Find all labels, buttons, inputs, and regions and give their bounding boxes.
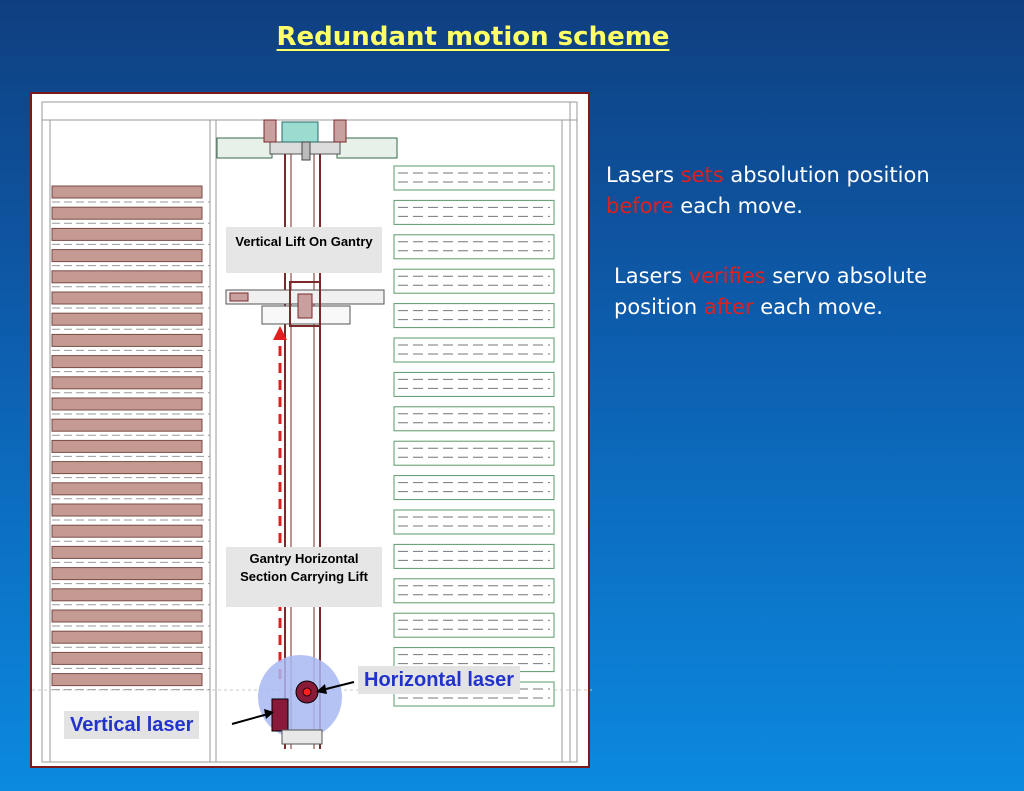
note1-highlight2: before — [606, 194, 674, 218]
left-shelf — [51, 545, 203, 559]
horizontal-pointer-head — [316, 684, 327, 694]
beam-arrowhead — [273, 326, 287, 340]
left-shelf — [51, 461, 203, 475]
left-shelf — [51, 524, 203, 538]
left-shelf — [51, 376, 203, 390]
left-shelf — [51, 482, 203, 496]
note-sets-before: Lasers sets absolution position before e… — [606, 160, 1006, 222]
gantry-diagram: Vertical Lift On Gantry Gantry Horizonta… — [30, 92, 592, 768]
right-shelf — [393, 234, 555, 260]
left-shelf — [51, 397, 203, 411]
note2-highlight2: after — [703, 295, 754, 319]
right-shelf — [393, 543, 555, 569]
left-shelf — [51, 291, 203, 305]
note-verifies-after: Lasers verifies servo absolute position … — [614, 261, 1009, 323]
vertical-laser-unit — [271, 698, 289, 732]
right-shelf — [393, 612, 555, 638]
vertical-laser-label: Vertical laser — [64, 711, 200, 739]
note2-prefix: Lasers — [614, 264, 689, 288]
right-shelf — [393, 475, 555, 501]
horizontal-laser-pointer — [321, 681, 355, 691]
left-shelf — [51, 673, 203, 687]
left-shelf — [51, 439, 203, 453]
slide-title: Redundant motion scheme — [276, 22, 670, 52]
vertical-pointer-head — [264, 709, 274, 719]
note2-highlight: verifies — [688, 264, 766, 288]
left-shelf — [51, 355, 203, 369]
left-shelf — [51, 651, 203, 665]
note2-suffix: each move. — [753, 295, 883, 319]
right-shelf — [393, 165, 555, 191]
lift-base — [281, 729, 323, 745]
gantry-section-label: Gantry Horizontal Section Carrying Lift — [226, 547, 382, 607]
note1-highlight: sets — [680, 163, 724, 187]
gantry-drawing — [32, 101, 592, 763]
horizontal-laser-dot — [302, 687, 312, 697]
left-shelf — [51, 206, 203, 220]
note1-middle: absolution position — [723, 163, 930, 187]
left-shelf — [51, 227, 203, 241]
right-shelf — [393, 406, 555, 432]
left-shelf — [51, 249, 203, 263]
left-shelf — [51, 609, 203, 623]
left-shelf-stack — [51, 185, 210, 691]
right-shelf — [393, 578, 555, 604]
left-shelf — [51, 567, 203, 581]
right-shelf — [393, 509, 555, 535]
left-shelf — [51, 418, 203, 432]
horizontal-laser-label: Horizontal laser — [358, 666, 521, 694]
right-shelf — [393, 440, 555, 466]
left-shelf — [51, 270, 203, 284]
right-shelf — [393, 303, 555, 329]
top-drive-assembly — [216, 119, 398, 161]
left-shelf — [51, 333, 203, 347]
left-shelf — [51, 312, 203, 326]
right-shelf-stack — [393, 165, 555, 707]
note2-middle: servo absolute position — [614, 264, 928, 319]
left-shelf — [51, 630, 203, 644]
vertical-lift-label: Vertical Lift On Gantry — [226, 227, 382, 273]
right-shelf — [393, 337, 555, 363]
lift-carriage — [225, 281, 385, 327]
left-shelf — [51, 503, 203, 517]
right-shelf — [393, 268, 555, 294]
right-shelf — [393, 371, 555, 397]
right-shelf — [393, 199, 555, 225]
vertical-laser-pointer — [231, 713, 269, 725]
note1-prefix: Lasers — [606, 163, 681, 187]
note1-suffix: each move. — [673, 194, 803, 218]
left-shelf — [51, 588, 203, 602]
left-shelf — [51, 185, 203, 199]
